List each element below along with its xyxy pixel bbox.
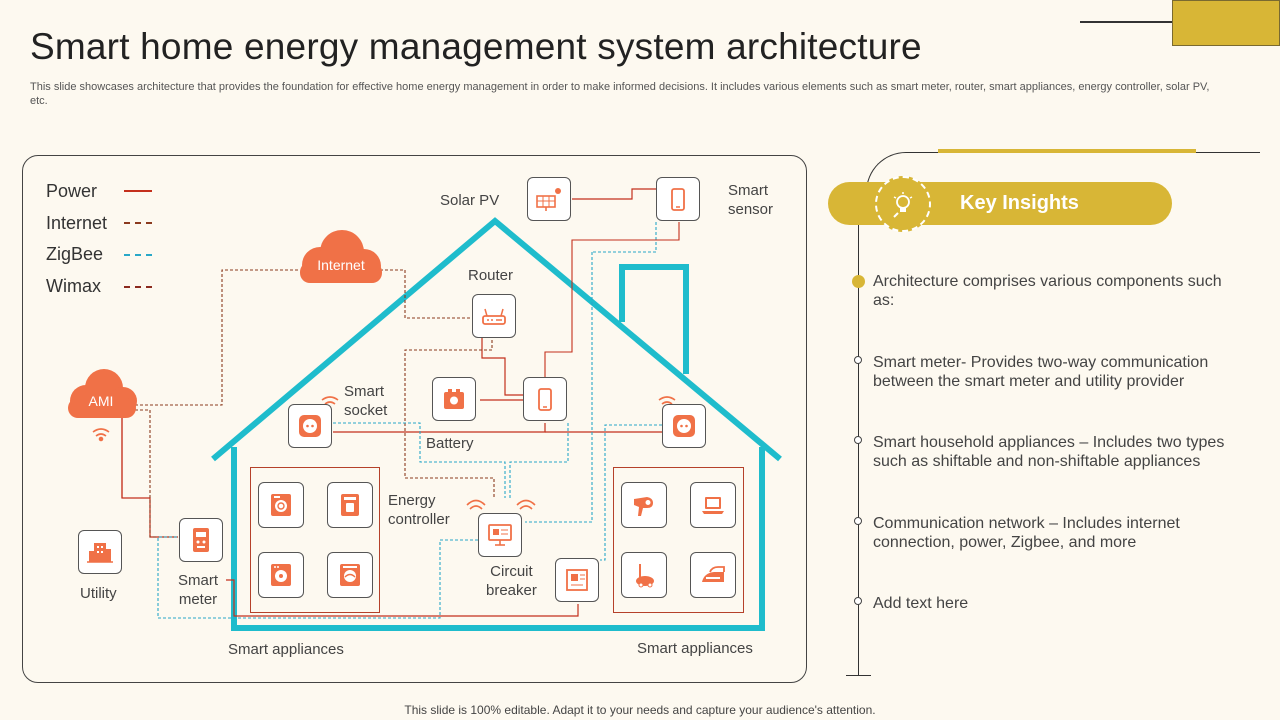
- smartphone-icon[interactable]: [656, 177, 700, 221]
- slide-title: Smart home energy management system arch…: [30, 26, 922, 67]
- insights-top-accent: [938, 149, 1196, 153]
- wifi-signals: [92, 183, 688, 510]
- solar-pv-label: Solar PV: [440, 192, 500, 209]
- insights-title: Key Insights: [960, 192, 1079, 214]
- laptop-icon[interactable]: [690, 482, 736, 528]
- legend-wimax-line: [124, 286, 152, 288]
- insight-bullet-5: [854, 597, 862, 605]
- router-label: Router: [468, 267, 514, 284]
- smart-socket-label: Smart socket: [344, 383, 388, 419]
- internet-cloud-label: Internet: [317, 257, 365, 273]
- building-icon[interactable]: [78, 530, 122, 574]
- insight-item-4: Communication network – Includes interne…: [873, 515, 1180, 551]
- insight-bullet-3: [854, 436, 862, 444]
- meter-icon[interactable]: [179, 518, 223, 562]
- smart-appliances-right-group: [613, 467, 744, 613]
- insight-bullet-1: [852, 275, 865, 288]
- dishwasher-icon[interactable]: [327, 552, 373, 598]
- hair-dryer-icon[interactable]: [621, 482, 667, 528]
- smart-sensor-label: Smart sensor: [728, 182, 774, 218]
- insight-bullet-4: [854, 517, 862, 525]
- insight-item-5: Add text here: [873, 595, 969, 612]
- slide-subtitle: This slide showcases architecture that p…: [30, 81, 1210, 107]
- power-socket-icon[interactable]: [288, 404, 332, 448]
- washing-machine-icon[interactable]: [258, 482, 304, 528]
- insights-timeline: [858, 225, 859, 675]
- corner-accent-line: [1080, 21, 1202, 23]
- power-socket-right-icon[interactable]: [662, 404, 706, 448]
- zigbee-lines: [157, 222, 662, 619]
- coffee-maker-icon[interactable]: [327, 482, 373, 528]
- house-chimney: [619, 264, 689, 374]
- vacuum-cleaner-icon[interactable]: [621, 552, 667, 598]
- smart-appliances-left-group: [250, 467, 380, 613]
- lightbulb-icon: [875, 176, 931, 232]
- router-icon[interactable]: [472, 294, 516, 338]
- sensor-link: [544, 222, 680, 377]
- insight-item-1: Architecture comprises various component…: [873, 273, 1222, 309]
- sensor-hub-icon[interactable]: [523, 377, 567, 421]
- legend-internet-line: [124, 222, 152, 224]
- smart-appliances-left-label: Smart appliances: [228, 641, 344, 658]
- circuit-board-icon[interactable]: [555, 558, 599, 602]
- ami-cloud-label: AMI: [89, 393, 114, 409]
- smart-appliances-right-label: Smart appliances: [637, 640, 753, 657]
- legend-wimax-label: Wimax: [46, 276, 101, 296]
- ami-cloud: [68, 369, 137, 418]
- circuit-breaker-label: Circuit breaker: [486, 563, 537, 599]
- solar-panel-icon[interactable]: [527, 177, 571, 221]
- battery-icon[interactable]: [432, 377, 476, 421]
- iron-icon[interactable]: [690, 552, 736, 598]
- legend-power-line: [124, 190, 152, 192]
- monitor-icon[interactable]: [478, 513, 522, 557]
- slide-footer: This slide is 100% editable. Adapt it to…: [404, 703, 876, 717]
- insight-item-2: Smart meter- Provides two-way communicat…: [873, 354, 1209, 390]
- energy-controller-label: Energy controller: [388, 492, 450, 528]
- architecture-diagram-frame: [22, 155, 807, 683]
- insight-bullet-2: [854, 356, 862, 364]
- legend-zigbee-line: [124, 254, 152, 256]
- insights-timeline-end: [846, 675, 871, 676]
- internet-cloud: [300, 230, 382, 283]
- house-roof: [211, 217, 782, 462]
- legend-power-label: Power: [46, 181, 98, 201]
- utility-label: Utility: [80, 585, 117, 602]
- smart-meter-label: Smart meter: [178, 572, 219, 608]
- battery-label: Battery: [426, 435, 474, 452]
- dryer-icon[interactable]: [258, 552, 304, 598]
- insight-item-3: Smart household appliances – Includes tw…: [873, 434, 1225, 470]
- house-walls: [231, 447, 765, 631]
- legend-internet-label: Internet: [46, 213, 108, 233]
- legend-zigbee-label: ZigBee: [46, 244, 104, 264]
